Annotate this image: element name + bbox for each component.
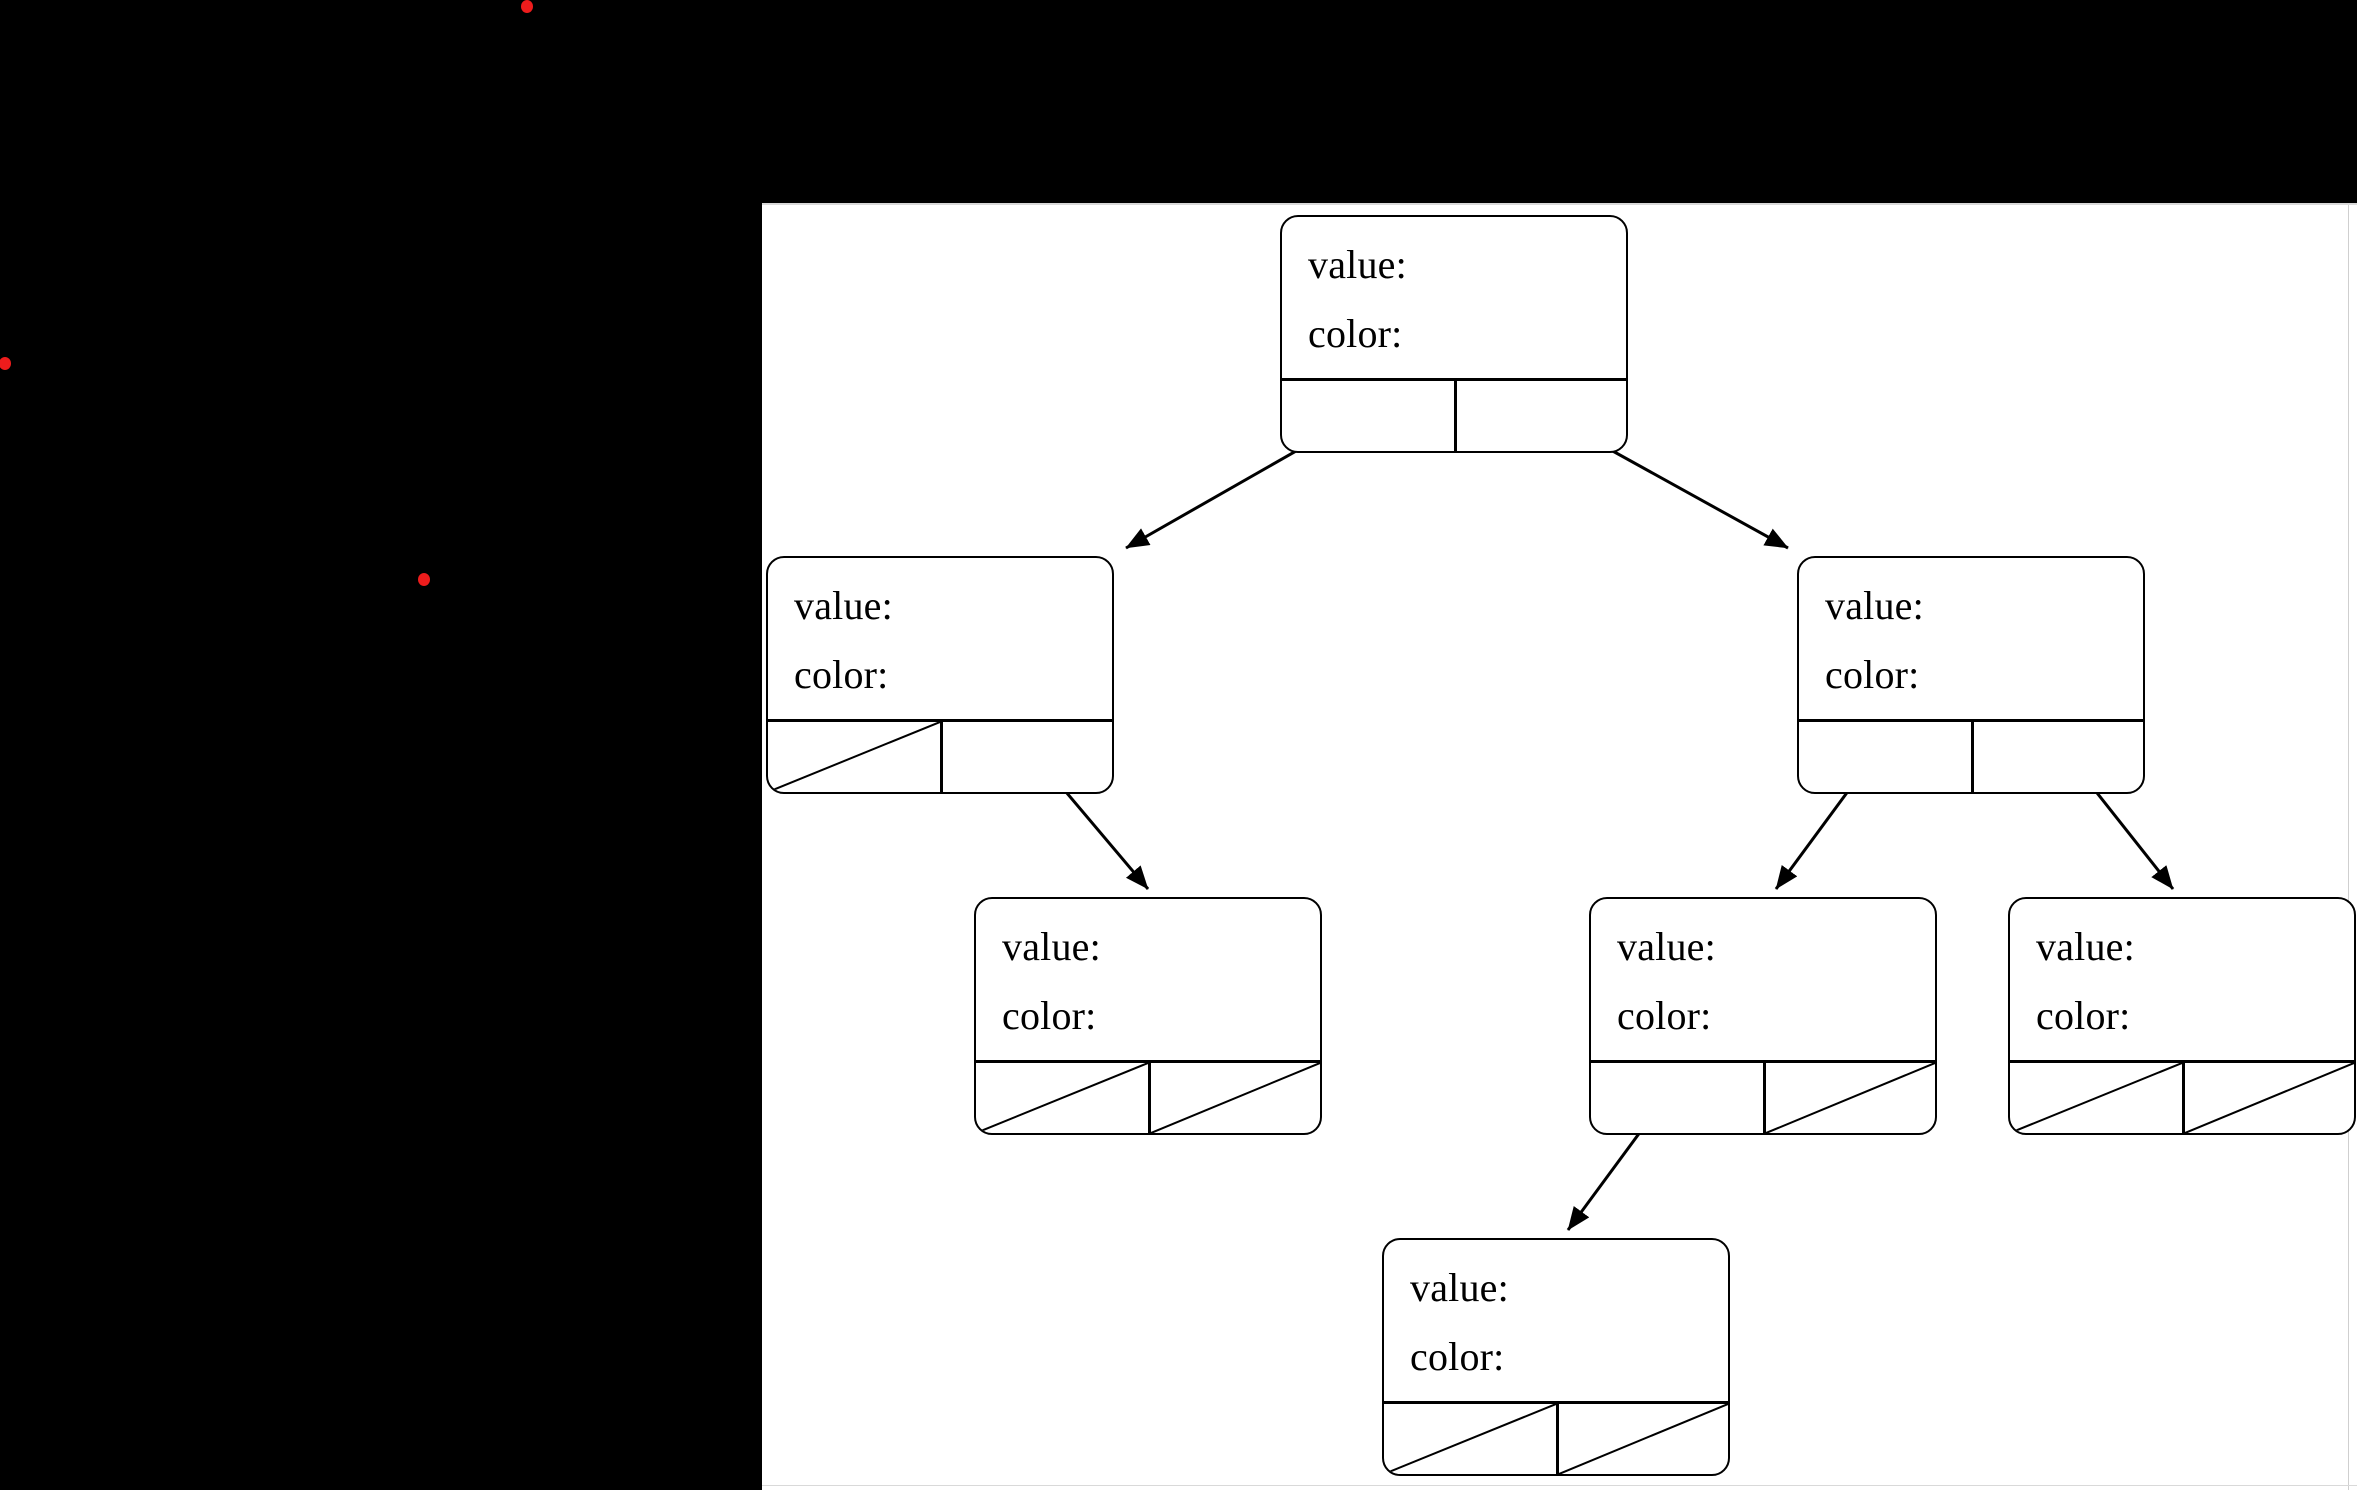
node-pointer-row [1591, 1060, 1935, 1133]
right-pointer-cell[interactable] [940, 722, 1112, 792]
null-pointer-slash [2010, 1063, 2182, 1133]
marker-dot-2 [0, 357, 11, 370]
right-pointer-cell[interactable] [1971, 722, 2143, 792]
node-value-label: value: [1410, 1265, 1509, 1310]
right-pointer-cell[interactable] [1556, 1404, 1728, 1474]
node-value-label: value: [1617, 924, 1716, 969]
root-node[interactable]: value: color: [1280, 215, 1628, 453]
panel-right-border [2348, 205, 2349, 1490]
null-pointer-slash [2185, 1063, 2354, 1133]
node-value-label: value: [794, 583, 893, 628]
left-child-node[interactable]: value: color: [766, 556, 1114, 794]
right-pointer-cell[interactable] [1454, 381, 1626, 451]
right-right-grandchild-node[interactable]: value: color: [2008, 897, 2356, 1135]
null-pointer-slash [1766, 1063, 1935, 1133]
left-pointer-cell[interactable] [1591, 1063, 1763, 1133]
right-pointer-cell[interactable] [1763, 1063, 1935, 1133]
left-pointer-cell[interactable] [1799, 722, 1971, 792]
null-pointer-slash [768, 722, 940, 792]
node-fields: value: color: [1282, 217, 1626, 357]
right-pointer-cell[interactable] [2182, 1063, 2354, 1133]
marker-dot-1 [521, 0, 533, 13]
node-pointer-row [1799, 719, 2143, 792]
null-pointer-slash [1151, 1063, 1320, 1133]
right-child-node[interactable]: value: color: [1797, 556, 2145, 794]
left-pointer-cell[interactable] [768, 722, 940, 792]
node-fields: value: color: [1799, 558, 2143, 698]
panel-bottom-border [762, 1485, 2357, 1486]
node-color-label: color: [794, 651, 889, 697]
node-color-label: color: [1410, 1333, 1505, 1379]
node-fields: value: color: [976, 899, 1320, 1039]
node-fields: value: color: [1591, 899, 1935, 1039]
node-fields: value: color: [1384, 1240, 1728, 1380]
marker-dot-3 [418, 573, 430, 586]
left-right-grandchild-node[interactable]: value: color: [974, 897, 1322, 1135]
node-pointer-row [768, 719, 1112, 792]
right-left-grandchild-node[interactable]: value: color: [1589, 897, 1937, 1135]
null-pointer-slash [976, 1063, 1148, 1133]
right-pointer-cell[interactable] [1148, 1063, 1320, 1133]
null-pointer-slash [1559, 1404, 1728, 1474]
node-pointer-row [976, 1060, 1320, 1133]
node-color-label: color: [2036, 992, 2131, 1038]
left-pointer-cell[interactable] [2010, 1063, 2182, 1133]
null-pointer-slash [1384, 1404, 1556, 1474]
left-pointer-cell[interactable] [976, 1063, 1148, 1133]
node-color-label: color: [1617, 992, 1712, 1038]
node-pointer-row [1282, 378, 1626, 451]
left-pointer-cell[interactable] [1384, 1404, 1556, 1474]
node-color-label: color: [1825, 651, 1920, 697]
node-value-label: value: [1825, 583, 1924, 628]
left-pointer-cell[interactable] [1282, 381, 1454, 451]
node-color-label: color: [1308, 310, 1403, 356]
node-value-label: value: [2036, 924, 2135, 969]
node-value-label: value: [1002, 924, 1101, 969]
node-fields: value: color: [768, 558, 1112, 698]
node-value-label: value: [1308, 242, 1407, 287]
node-color-label: color: [1002, 992, 1097, 1038]
deepest-node[interactable]: value: color: [1382, 1238, 1730, 1476]
node-pointer-row [2010, 1060, 2354, 1133]
node-fields: value: color: [2010, 899, 2354, 1039]
node-pointer-row [1384, 1401, 1728, 1474]
